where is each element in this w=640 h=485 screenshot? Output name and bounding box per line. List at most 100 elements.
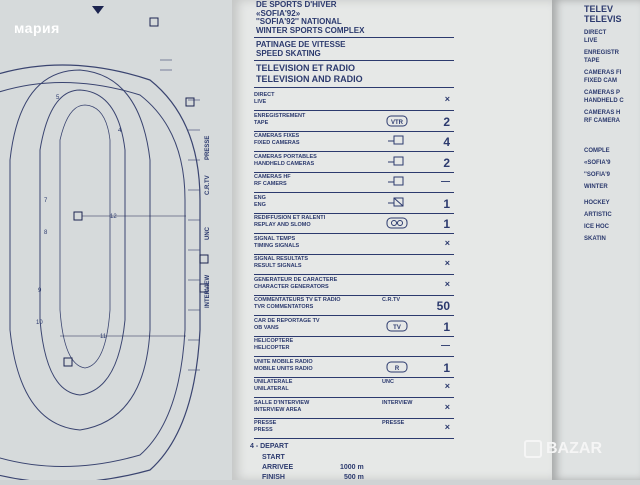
facility-code: INTERVIEW bbox=[382, 399, 413, 406]
edge-text-line: CAMERAS P bbox=[584, 90, 621, 96]
lane-number: 4 bbox=[118, 128, 122, 134]
edge-text-line: ICE HOC bbox=[584, 224, 610, 230]
track-outer bbox=[0, 64, 201, 484]
label-fr: SIGNAL RESULTATS bbox=[254, 256, 308, 262]
lane-number: 10 bbox=[36, 320, 43, 326]
lane-number: 9 bbox=[38, 288, 42, 294]
header-line: «SOFIA'92» bbox=[256, 9, 301, 18]
tv-radio-page bbox=[232, 0, 552, 480]
divider bbox=[254, 37, 454, 38]
track-mid bbox=[0, 82, 186, 467]
label-en: TIMING SIGNALS bbox=[254, 242, 300, 249]
facility-value: 2 bbox=[443, 114, 450, 129]
label-en: TAPE bbox=[254, 119, 269, 126]
bazar-logo: BAZAR bbox=[524, 440, 602, 458]
label-en: CHARACTER GENERATORS bbox=[254, 283, 329, 290]
edge-text-line: FIXED CAM bbox=[584, 78, 617, 84]
edge-text-line: DIRECT bbox=[584, 30, 607, 36]
camera-icon bbox=[386, 135, 408, 147]
row-divider bbox=[254, 233, 454, 234]
camera-marker bbox=[149, 17, 159, 27]
label-en: RESULT SIGNALS bbox=[254, 263, 302, 269]
edge-text-line: ENREGISTR bbox=[584, 50, 620, 56]
label-en: UNILATERAL bbox=[254, 386, 289, 392]
unc-label: UNC bbox=[205, 227, 211, 240]
track-inner-2 bbox=[39, 89, 126, 396]
edge-text-line: SKATIN bbox=[584, 236, 606, 242]
camera-marker bbox=[73, 211, 83, 221]
label-fr: SIGNAL TEMPS bbox=[254, 235, 296, 242]
row-divider bbox=[254, 171, 454, 173]
row-divider bbox=[254, 294, 454, 296]
label-en: TVR COMMENTATORS bbox=[254, 304, 314, 310]
row-divider bbox=[254, 110, 454, 111]
lane-number: 11 bbox=[100, 334, 107, 340]
lane-number: 5 bbox=[56, 95, 60, 101]
edge-text-line: CAMERAS H bbox=[584, 110, 621, 116]
facility-value: 2 bbox=[443, 155, 450, 170]
label-en: MOBILE UNITS RADIO bbox=[254, 365, 313, 372]
label-en: HELICOPTER bbox=[254, 345, 290, 351]
edge-text-line: ARTISTIC bbox=[584, 212, 612, 218]
header-line: PATINAGE DE VITESSE bbox=[256, 40, 346, 49]
facility-value: × bbox=[444, 381, 450, 391]
label-fr: REDIFFUSION ET RALENTI bbox=[254, 215, 326, 221]
edge-text-line: LIVE bbox=[584, 38, 598, 44]
vtr-icon: VTR bbox=[386, 115, 408, 127]
header-line: DE SPORTS D'HIVER bbox=[256, 0, 337, 9]
label-en: REPLAY AND SLOMO bbox=[254, 222, 311, 228]
facility-value: × bbox=[444, 422, 450, 432]
row-divider bbox=[254, 315, 454, 316]
label-fr: ENG bbox=[254, 194, 266, 201]
row-divider bbox=[254, 253, 454, 255]
edge-text-line: ''SOFIA'9 bbox=[584, 172, 610, 178]
facility-value: × bbox=[444, 278, 450, 289]
facility-value: × bbox=[444, 258, 450, 268]
lane-number: 12 bbox=[110, 214, 117, 220]
arrivee-value: 1000 m bbox=[340, 464, 364, 471]
stand-hatching bbox=[160, 59, 200, 371]
edge-text-line: TELEVIS bbox=[584, 14, 622, 24]
header-line: ''SOFIA'92'' NATIONAL bbox=[256, 17, 342, 26]
edge-text-line: «SOFIA'9 bbox=[584, 160, 611, 166]
shopping-bag-icon bbox=[524, 440, 542, 458]
track-inner-3 bbox=[59, 104, 111, 369]
divider bbox=[254, 60, 454, 61]
camera-icon bbox=[386, 176, 408, 188]
label-fr: SALLE D'INTERVIEW bbox=[254, 399, 310, 406]
lane-number: 7 bbox=[44, 198, 48, 204]
facility-code: PRESSE bbox=[382, 420, 405, 426]
row-divider bbox=[254, 192, 454, 193]
facility-value: 1 bbox=[443, 360, 450, 375]
section-title: TELEVISION AND RADIO bbox=[256, 74, 363, 84]
facility-value: 50 bbox=[436, 299, 450, 313]
label-en: INTERVIEW AREA bbox=[254, 406, 302, 413]
lane-number: 8 bbox=[44, 230, 48, 236]
label-fr: CAMERAS HF bbox=[254, 174, 291, 180]
unc-box bbox=[199, 283, 209, 293]
label-fr: PRESSE bbox=[254, 420, 277, 426]
label-en: HANDHELD CAMERAS bbox=[254, 160, 315, 167]
label-en: RF CAMERS bbox=[254, 181, 287, 187]
label-en: PRESS bbox=[254, 427, 273, 433]
edge-text-line: COMPLE bbox=[584, 148, 610, 154]
label-fr: ENREGISTREMENT bbox=[254, 112, 306, 119]
camera-marker-top bbox=[92, 6, 104, 14]
label-fr: COMMENTATEURS TV ET RADIO bbox=[254, 297, 341, 303]
row-divider bbox=[254, 130, 454, 132]
section-title: TELEVISION ET RADIO bbox=[256, 63, 356, 73]
